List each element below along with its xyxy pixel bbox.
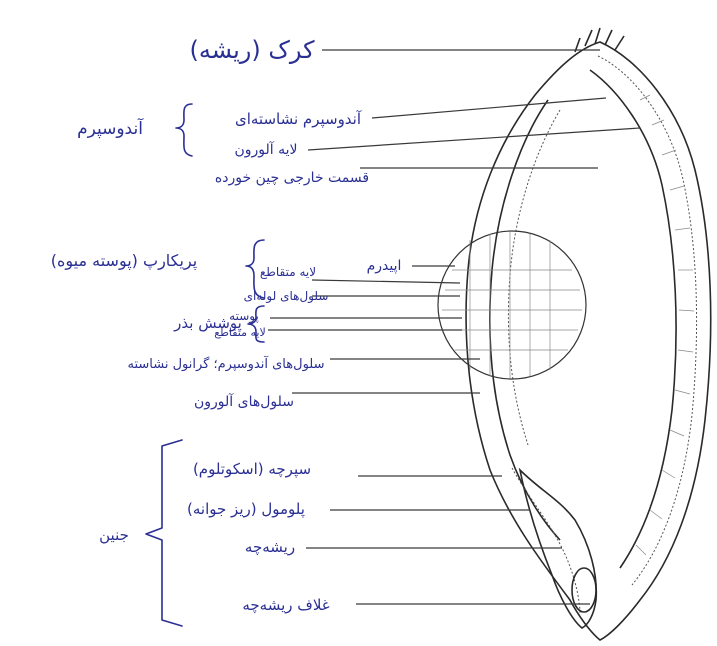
leader-endosperm-starch — [372, 98, 606, 118]
bracket-embryo — [146, 440, 182, 626]
labels: کرک (ریشه) آندوسپرم نشاسته‌ای آندوسپرم ل… — [51, 36, 402, 614]
kernel-brush — [575, 28, 624, 52]
kernel-scutellum — [512, 468, 580, 615]
kernel-inner-layer-2 — [590, 70, 676, 568]
leader-lines — [268, 50, 640, 604]
bracket-endosperm — [176, 104, 192, 156]
kernel-inner-layer-1 — [598, 56, 697, 585]
leader-cross-layer — [312, 280, 460, 283]
label-coleorhiza: غلاف ریشه‌چه — [242, 596, 329, 614]
label-cross-layer: لایه متقاطع — [260, 265, 316, 279]
kernel-radicle — [572, 568, 596, 612]
label-aleurone-cells: سلول‌های آلورون — [194, 393, 294, 410]
kernel-crease-inner — [508, 110, 560, 445]
label-crushed-cells: قسمت خارجی چین خورده — [215, 170, 369, 186]
label-epidermis: اپیدرم — [367, 258, 402, 274]
label-aleurone-layer: لایه آلورون — [234, 141, 297, 158]
kernel-aleurone-hatching — [636, 95, 694, 555]
label-embryo: جنین — [99, 526, 129, 544]
label-endosperm-group: آندوسپرم — [77, 117, 144, 139]
label-endosperm-cells: سلول‌های آندوسپرم؛ گرانول نشاسته — [128, 355, 325, 372]
label-radicle: ریشه‌چه — [245, 538, 295, 556]
label-pericarp: پریکارپ (پوسته میوه) — [51, 251, 197, 271]
label-tube-cells: سلول‌های لوله‌ای — [244, 289, 329, 304]
label-scutellum: سپرچه (اسکوتلوم) — [193, 460, 311, 479]
label-brush: کرک (ریشه) — [189, 36, 315, 64]
label-plumule: پلومول (ریز جوانه) — [187, 500, 305, 519]
zoom-circle — [438, 231, 586, 379]
label-endosperm-starch: آندوسپرم نشاسته‌ای — [235, 110, 362, 129]
leader-aleurone-layer — [308, 128, 640, 150]
label-seed-coat: پوشش بذر — [173, 314, 242, 333]
